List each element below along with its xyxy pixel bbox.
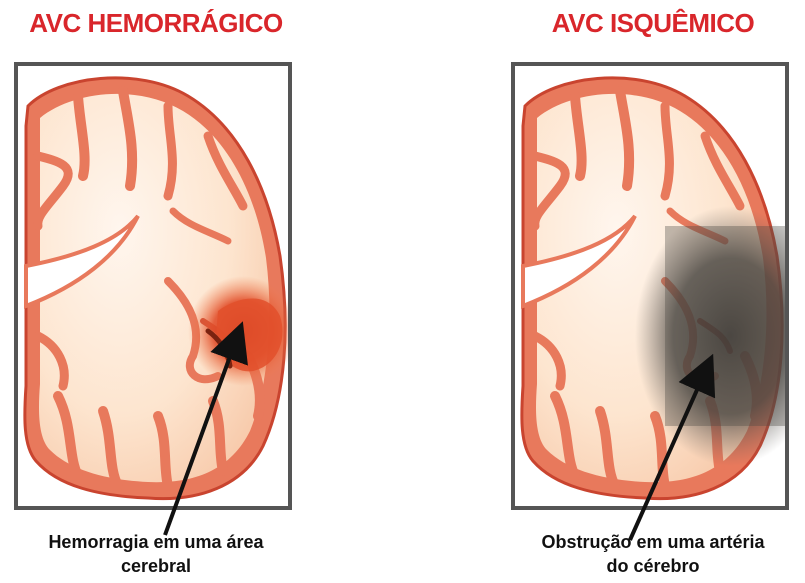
hemorrhagic-caption-line2: cerebral	[0, 554, 316, 578]
hemorrhagic-caption-line1: Hemorragia em uma área	[0, 530, 316, 554]
ischemic-title: AVC ISQUÊMICO	[503, 8, 803, 39]
ischemic-image-frame	[511, 62, 789, 510]
hemorrhagic-image-frame	[14, 62, 292, 510]
ischemic-panel: AVC ISQUÊMICO	[503, 0, 803, 583]
hemorrhagic-title: AVC HEMORRÁGICO	[6, 8, 306, 39]
hemorrhagic-panel: AVC HEMORRÁGICO	[6, 0, 306, 583]
hemorrhagic-caption: Hemorragia em uma área cerebral	[0, 530, 316, 578]
brain-section-ischemic-illustration	[515, 66, 785, 506]
ischemic-caption-line2: do cérebro	[493, 554, 805, 578]
ischemic-caption: Obstrução em uma artéria do cérebro	[493, 530, 805, 578]
ischemic-caption-line1: Obstrução em uma artéria	[493, 530, 805, 554]
brain-section-hemorrhagic-illustration	[18, 66, 288, 506]
